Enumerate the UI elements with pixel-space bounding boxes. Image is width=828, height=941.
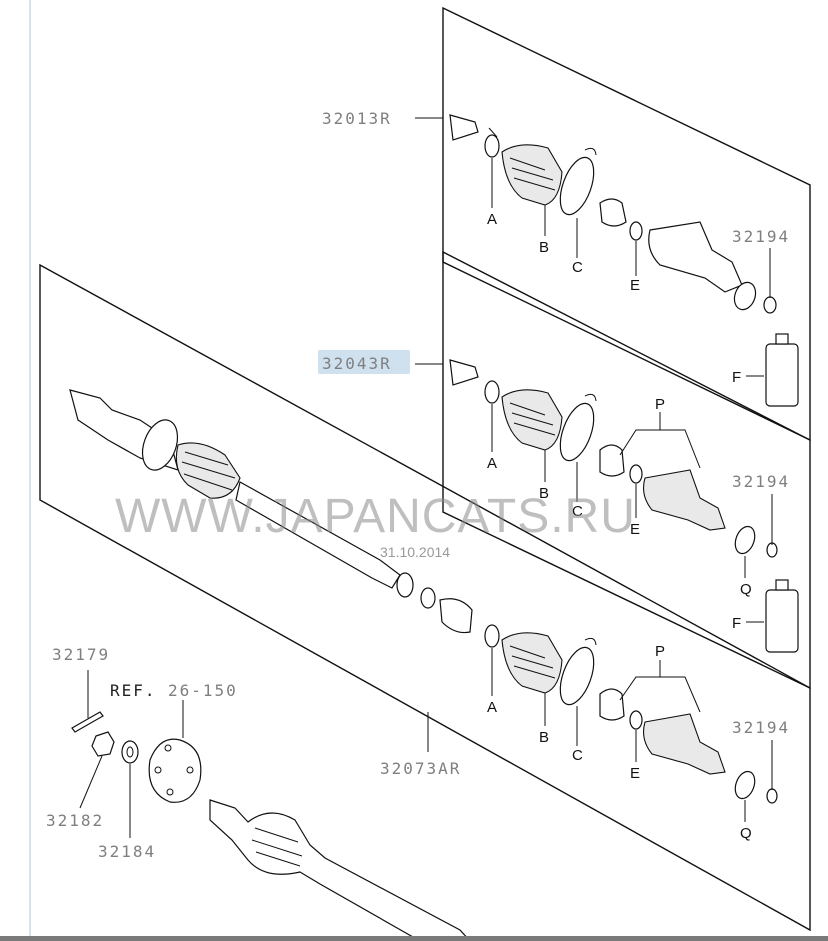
callout-b: B [539,239,549,256]
label-32179[interactable]: 32179 [52,645,110,664]
callout-e: E [630,765,640,782]
callout-f: F [732,615,741,632]
callout-q: Q [740,825,752,842]
callout-c: C [572,259,583,276]
callout-e: E [630,277,640,294]
callout-b: B [539,729,549,746]
label-32043r[interactable]: 32043R [322,354,392,373]
ref-prefix: REF. [110,681,157,700]
callout-p: P [655,396,665,413]
letter-callouts: A B C E A B C E P Q F A B C E P Q F [487,211,752,842]
hub-parts [71,670,471,941]
callout-p: P [655,643,665,660]
label-32073ar[interactable]: 32073AR [380,759,461,778]
callout-b: B [539,485,549,502]
callout-q: Q [740,581,752,598]
date-stamp: 31.10.2014 [380,544,450,560]
middle-kit-box [442,250,811,690]
callout-f: F [732,369,741,386]
part-labels: 32013R 32043R 32073AR 32194 32194 32194 … [46,109,790,861]
label-32194-lower[interactable]: 32194 [732,718,790,737]
callout-a: A [487,455,497,472]
callout-c: C [572,747,583,764]
ref-code-26-150[interactable]: 26-150 [168,681,238,700]
label-32182[interactable]: 32182 [46,811,104,830]
watermark: WWW.JAPANCATS.RU [115,490,636,543]
label-32194-middle[interactable]: 32194 [732,472,790,491]
callout-a: A [487,211,497,228]
callout-e: E [630,521,640,538]
label-32194-upper[interactable]: 32194 [732,227,790,246]
lower-kit-box [39,263,811,932]
callout-c: C [572,503,583,520]
label-32013r[interactable]: 32013R [322,109,392,128]
upper-kit-box [442,6,811,442]
callout-a: A [487,699,497,716]
window-bottom-edge [0,936,828,941]
label-32184[interactable]: 32184 [98,842,156,861]
